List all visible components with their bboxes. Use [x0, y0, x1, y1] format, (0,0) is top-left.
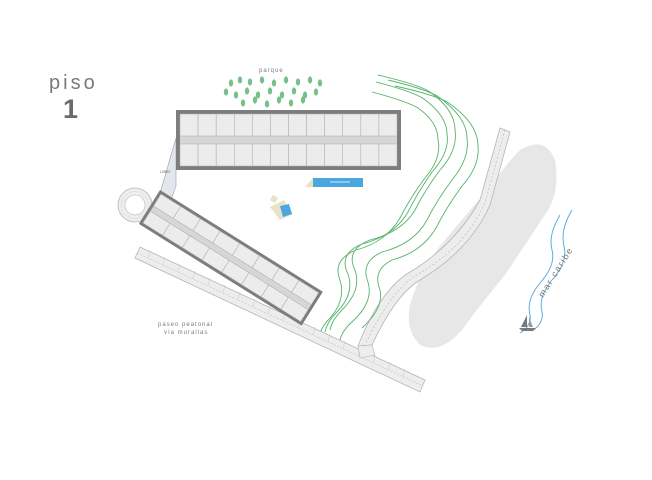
tree-icon [252, 96, 258, 104]
north-units-row-bottom [179, 143, 398, 167]
tree-icon [228, 79, 234, 87]
tree-icon [295, 78, 301, 86]
apartment-unit [306, 143, 325, 167]
tree-icon [283, 76, 289, 84]
apartment-unit [360, 113, 380, 137]
tree-icon [244, 87, 250, 95]
roundabout-icon [117, 187, 153, 223]
apartment-unit [342, 113, 362, 137]
north-units-row-top [179, 113, 398, 137]
building-south [138, 189, 323, 326]
apartment-unit [288, 143, 307, 167]
access-road [357, 344, 376, 359]
tree-icon [264, 100, 270, 108]
tree-icon [255, 91, 261, 99]
apartment-unit [306, 113, 325, 137]
tree-icon [313, 88, 319, 96]
floor-label: piso [49, 72, 98, 94]
sea-area [408, 144, 557, 348]
floor-number: 1 [63, 94, 79, 124]
tree-icon [276, 96, 282, 104]
apartment-unit [234, 113, 253, 137]
sea-label: mar caribe [536, 245, 575, 299]
apartment-unit [252, 113, 271, 137]
apartment-unit [324, 113, 343, 137]
promenade-walkway [134, 246, 426, 393]
tree-icon [317, 79, 323, 87]
apartment-unit [252, 143, 271, 167]
tree-icon [233, 91, 239, 99]
tree-icon [307, 76, 313, 84]
apartment-unit [179, 113, 199, 137]
apartment-unit [234, 143, 253, 167]
green-paths [319, 74, 479, 341]
apartment-unit [270, 113, 289, 137]
tree-icon [300, 96, 306, 104]
tree-icon [267, 87, 273, 95]
apartment-unit [288, 113, 307, 137]
park-label: parque [259, 68, 284, 74]
apartment-unit [215, 113, 235, 137]
south-units-row-top [153, 193, 320, 305]
tree-icon [279, 91, 285, 99]
building-north [176, 110, 401, 170]
south-units-row-bottom [142, 210, 309, 322]
apartment-unit [179, 143, 199, 167]
tree-icon [288, 99, 294, 107]
pool-icon [305, 178, 363, 187]
apartment-unit [197, 113, 217, 137]
tree-icon [223, 88, 229, 96]
lobby-label: LOBBY [160, 170, 172, 174]
promenade-label-line1: paseo peatonal [158, 322, 213, 328]
tree-icon [271, 79, 277, 87]
promenade-label-line2: vía murallas [164, 330, 208, 336]
apartment-unit [360, 143, 380, 167]
park-trees [223, 76, 323, 108]
tree-icon [240, 99, 246, 107]
sailboat-icon [519, 315, 536, 331]
apartment-unit [378, 113, 398, 137]
apartment-unit [197, 143, 217, 167]
apartment-unit [378, 143, 398, 167]
tree-icon [259, 76, 265, 84]
tree-icon [247, 78, 253, 86]
tree-icon [291, 87, 297, 95]
apartment-unit [270, 143, 289, 167]
tree-icon [237, 76, 243, 84]
apartment-unit [215, 143, 235, 167]
apartment-unit [342, 143, 362, 167]
apartment-unit [291, 280, 320, 305]
apartment-unit [280, 296, 309, 322]
apartment-unit [324, 143, 343, 167]
jacuzzi [269, 194, 293, 220]
